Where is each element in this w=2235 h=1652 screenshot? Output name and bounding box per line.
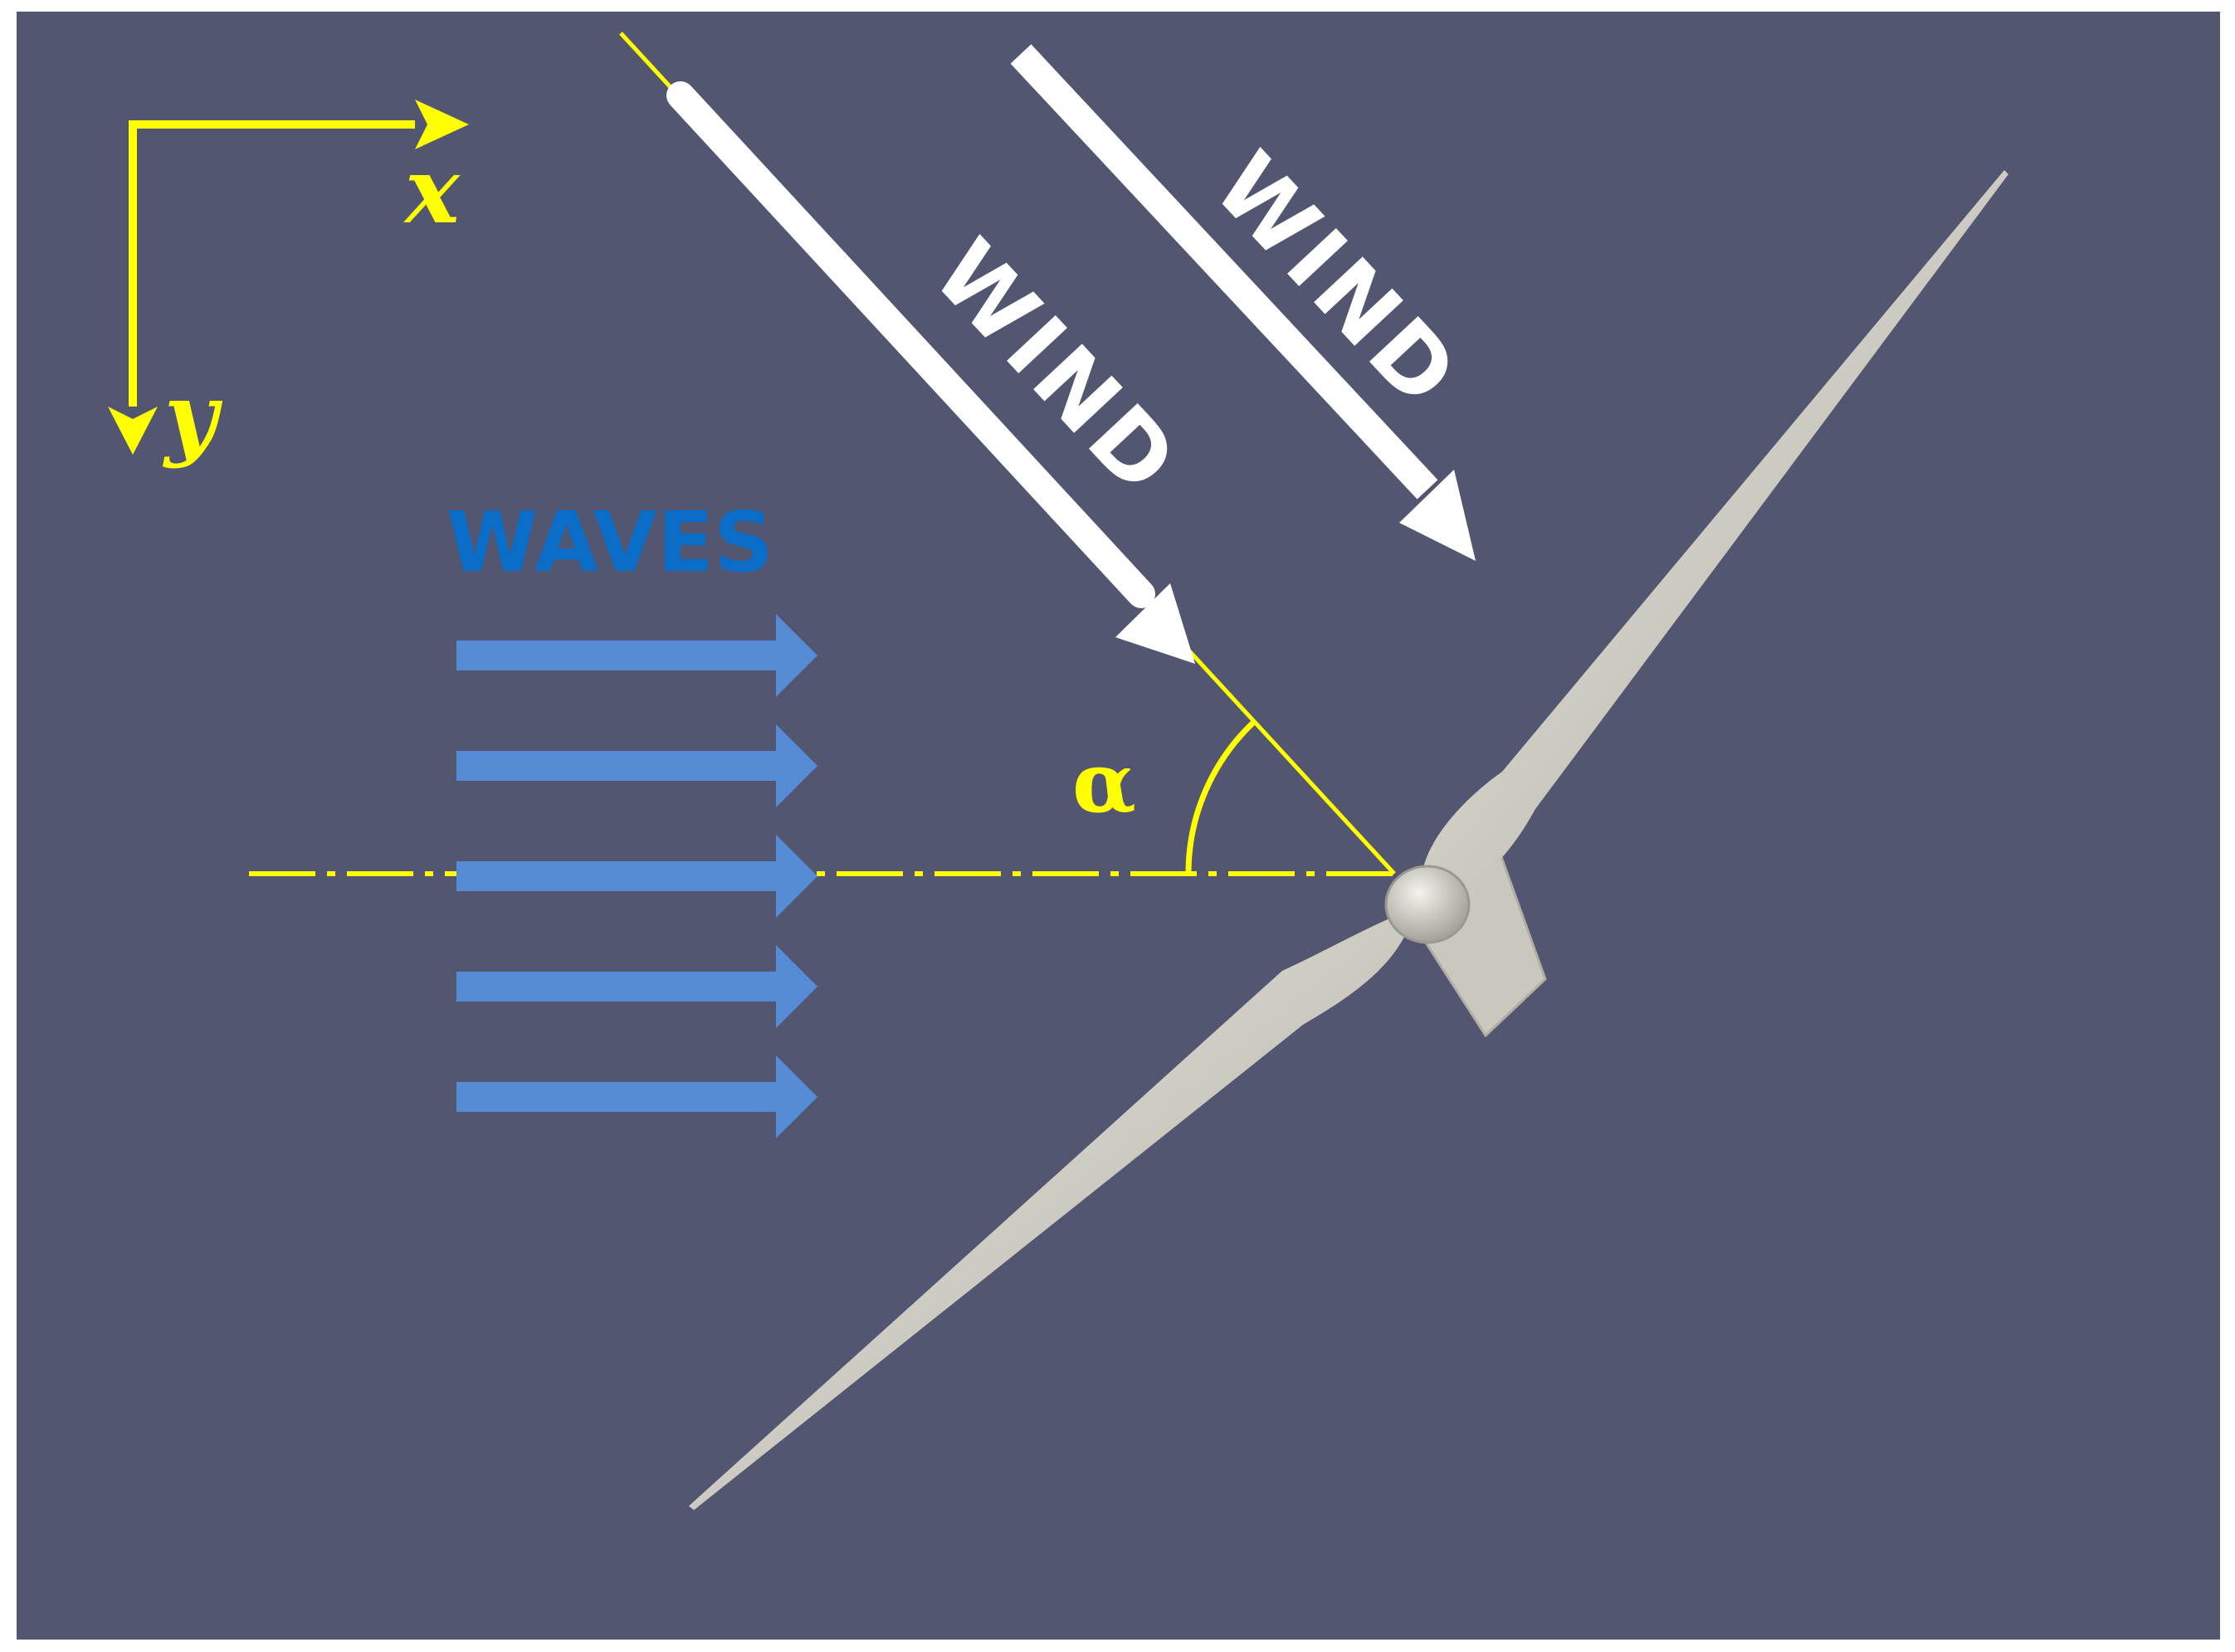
wind-arrow-1-head-icon <box>1115 583 1195 664</box>
wave-arrows <box>456 614 817 1138</box>
wave-arrow-4 <box>456 945 817 1028</box>
x-axis-arrowhead-icon <box>415 100 469 149</box>
wind-arrow-1-shaft <box>666 81 1155 608</box>
wind-arrow-2-shaft <box>1010 44 1438 499</box>
y-axis-arrowhead-icon <box>108 407 158 455</box>
wave-arrow-3 <box>456 835 817 918</box>
wave-arrow-1 <box>456 614 817 697</box>
angle-alpha-label: α <box>1072 733 1136 831</box>
wave-arrow-2 <box>456 724 817 807</box>
y-axis-label: y <box>162 363 223 470</box>
turbine-hub <box>1384 865 1471 944</box>
wave-arrow-5 <box>456 1055 817 1138</box>
turbine-blade-upper <box>1421 170 2008 898</box>
x-axis-label: x <box>403 137 461 244</box>
angle-arc <box>1185 719 1257 875</box>
waves-label: WAVES <box>447 494 773 591</box>
scene-background <box>17 12 2220 1640</box>
wind-arrow-2-head-icon <box>1399 470 1476 561</box>
waves-group: WAVES <box>447 494 817 1138</box>
coordinate-axes: x y <box>108 100 469 470</box>
turbine-blade-lower <box>689 909 1415 1510</box>
wind-turbine-rotor-icon <box>689 170 2008 1510</box>
